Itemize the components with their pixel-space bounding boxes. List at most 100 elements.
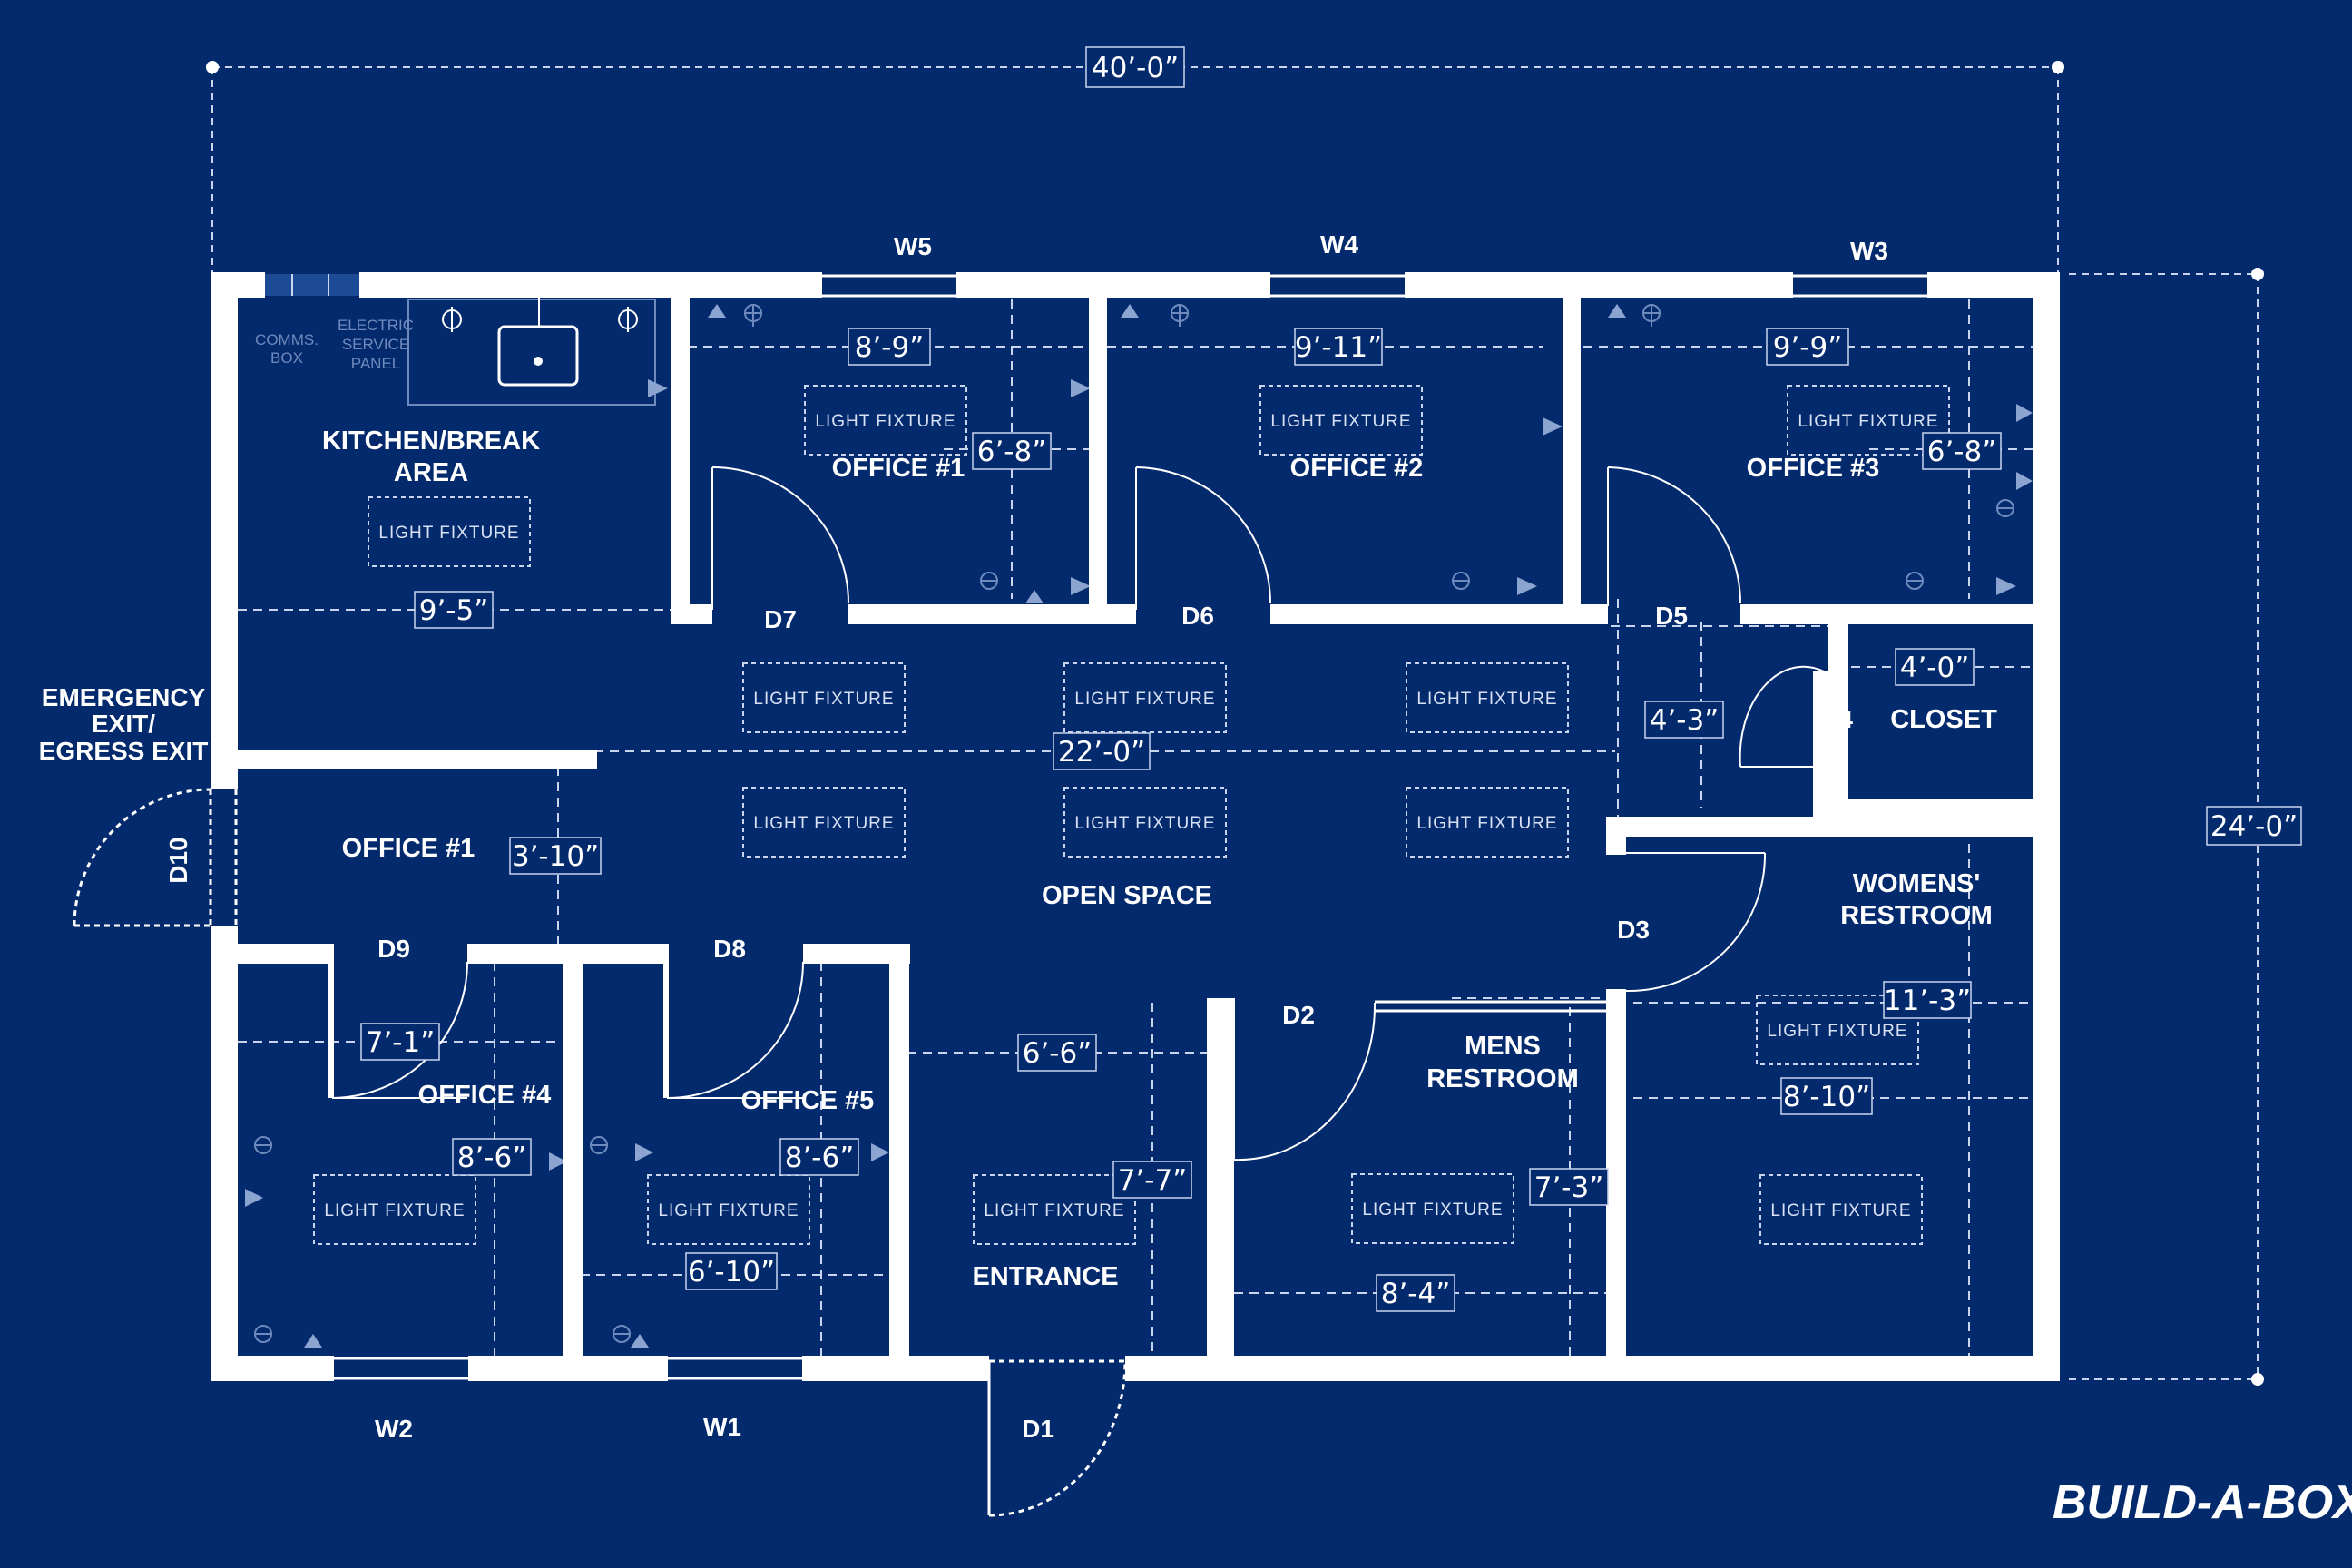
light-fixture-label: LIGHT FIXTURE [1770,1201,1911,1220]
door-tag-d9: D9 [377,935,410,963]
light-fixture: LIGHT FIXTURE [1759,1174,1923,1245]
light-fixture: LIGHT FIXTURE [1756,995,1919,1065]
dimension-label-overall-width: 40’-0” [1085,46,1185,88]
switch-icon [744,304,762,327]
wall-markers [245,304,2033,1348]
electric-panel-label-3: PANEL [351,355,401,372]
comms-box-label: COMMS. [255,331,318,348]
light-fixture-label: LIGHT FIXTURE [984,1201,1124,1220]
room-label-office4: OFFICE #4 [418,1081,552,1110]
light-fixture-label: LIGHT FIXTURE [1798,412,1938,431]
dimension-label-office1-left-depth: 3’-10” [509,837,602,875]
light-fixture: LIGHT FIXTURE [742,662,906,733]
counter [407,299,656,406]
room-label-kitchen: KITCHEN/BREAK [322,426,540,456]
dimension-text: 40’-0” [1092,52,1179,84]
window-w4 [1270,274,1405,298]
dimension-label-mens-depth: 7’-3” [1529,1168,1609,1206]
dimension-text: 8’-10” [1783,1081,1870,1113]
dimension-text: 4’-3” [1650,704,1720,737]
light-fixture: LIGHT FIXTURE [973,1174,1136,1245]
dimension-label-kitchen-width: 9’-5” [414,591,494,629]
light-fixture-label: LIGHT FIXTURE [378,524,519,543]
dimension-endpoints [206,61,2264,1386]
room-label-mens-2: RESTROOM [1426,1064,1579,1093]
dimension-text: 22’-0” [1058,736,1145,769]
door-tag-d7: D7 [764,605,797,633]
dimension-text: 9’-5” [419,594,489,627]
dimension-text: 3’-10” [512,840,599,873]
window-tag-w4: W4 [1320,230,1358,259]
dimension-text: 9’-9” [1773,331,1843,364]
dimension-label-womens-width: 8’-10” [1780,1077,1873,1115]
emergency-exit-label-2: EXIT/ [92,710,155,738]
light-fixture: LIGHT FIXTURE [368,496,531,567]
light-fixture: LIGHT FIXTURE [1259,385,1423,456]
door-tag-d5: D5 [1655,602,1688,630]
window-tag-w1: W1 [703,1413,741,1441]
outlet-icon [1906,572,1924,590]
window-w2 [334,1357,468,1380]
dimension-label-office5-width: 6’-10” [685,1252,778,1290]
dimension-text: 8’-6” [457,1142,527,1174]
door-tag-d1: D1 [1022,1415,1054,1443]
dimension-text: 24’-0” [2210,810,2298,843]
light-fixture-label: LIGHT FIXTURE [1767,1022,1907,1041]
dimension-label-d9-width: 7’-1” [360,1023,440,1061]
window-tag-w3: W3 [1850,237,1888,265]
light-fixture-label: LIGHT FIXTURE [1362,1200,1503,1220]
utility-area: COMMS. BOX ELECTRIC SERVICE PANEL [255,272,656,406]
window-w3 [1793,274,1927,298]
windows [334,274,1927,1380]
window-tag-w5: W5 [894,232,932,260]
room-label-open-space: OPEN SPACE [1042,881,1212,910]
dimension-label-office3-depth: 6’-8” [1922,432,2002,470]
outlet-icon [1452,572,1470,590]
dimension-label-womens-depth: 11’-3” [1883,981,1972,1019]
dimension-text: 7’-7” [1118,1164,1188,1197]
dimension-text: 7’-3” [1534,1171,1604,1204]
dimension-text: 8’-6” [785,1142,855,1174]
dimension-label-closet-width: 4’-0” [1895,648,1975,686]
door-tag-d3: D3 [1617,916,1650,944]
light-fixture-label: LIGHT FIXTURE [1074,690,1215,709]
comms-box-label-2: BOX [270,349,303,367]
outlet-icon [254,1136,272,1154]
light-fixture: LIGHT FIXTURE [313,1174,476,1245]
light-fixture-label: LIGHT FIXTURE [1074,814,1215,833]
room-label-closet: CLOSET [1890,705,1997,734]
dimension-label-office2-width: 9’-11” [1294,328,1383,366]
build-a-box-logo: BUILD-A-BOX [2053,1476,2352,1529]
dimension-label-office5-depth: 8’-6” [779,1138,859,1176]
room-label-office5: OFFICE #5 [741,1086,875,1115]
room-label-kitchen-2: AREA [394,458,468,487]
light-fixture-label: LIGHT FIXTURE [324,1201,465,1220]
dimension-label-d5-depth: 4’-3” [1644,701,1724,739]
door-tag-d4: D4 [1820,705,1853,733]
room-label-womens: WOMENS' [1853,869,1981,898]
light-fixture: LIGHT FIXTURE [1063,787,1227,858]
outlet-icon [590,1136,608,1154]
room-label-womens-2: RESTROOM [1840,901,1993,930]
dimension-label-mens-width: 8’-4” [1376,1274,1455,1312]
switch-icon [1171,304,1189,327]
light-fixture-label: LIGHT FIXTURE [1416,814,1557,833]
room-label-office2: OFFICE #2 [1290,454,1424,483]
light-fixture-label: LIGHT FIXTURE [1416,690,1557,709]
window-tag-w2: W2 [375,1415,413,1443]
dimension-labels: 40’-0”24’-0”9’-5”8’-9”6’-8”9’-11”9’-9”6’… [360,46,2302,1312]
room-label-office1-left: OFFICE #1 [342,834,475,863]
light-fixture: LIGHT FIXTURE [647,1174,810,1245]
light-fixture-label: LIGHT FIXTURE [753,814,894,833]
outlet-icon [254,1325,272,1343]
outlet-icon [980,572,998,590]
dimension-label-entrance-width: 6’-6” [1017,1034,1097,1072]
dimension-text: 7’-1” [366,1026,436,1059]
electric-panel-label-2: SERVICE [342,336,409,353]
light-fixtures: LIGHT FIXTURE LIGHT FIXTURE LIGHT FIXTURE L… [313,385,1950,1245]
dimension-label-office1-top-depth: 6’-8” [972,432,1052,470]
door-tag-d8: D8 [713,935,746,963]
dimension-text: 8’-4” [1381,1278,1451,1310]
